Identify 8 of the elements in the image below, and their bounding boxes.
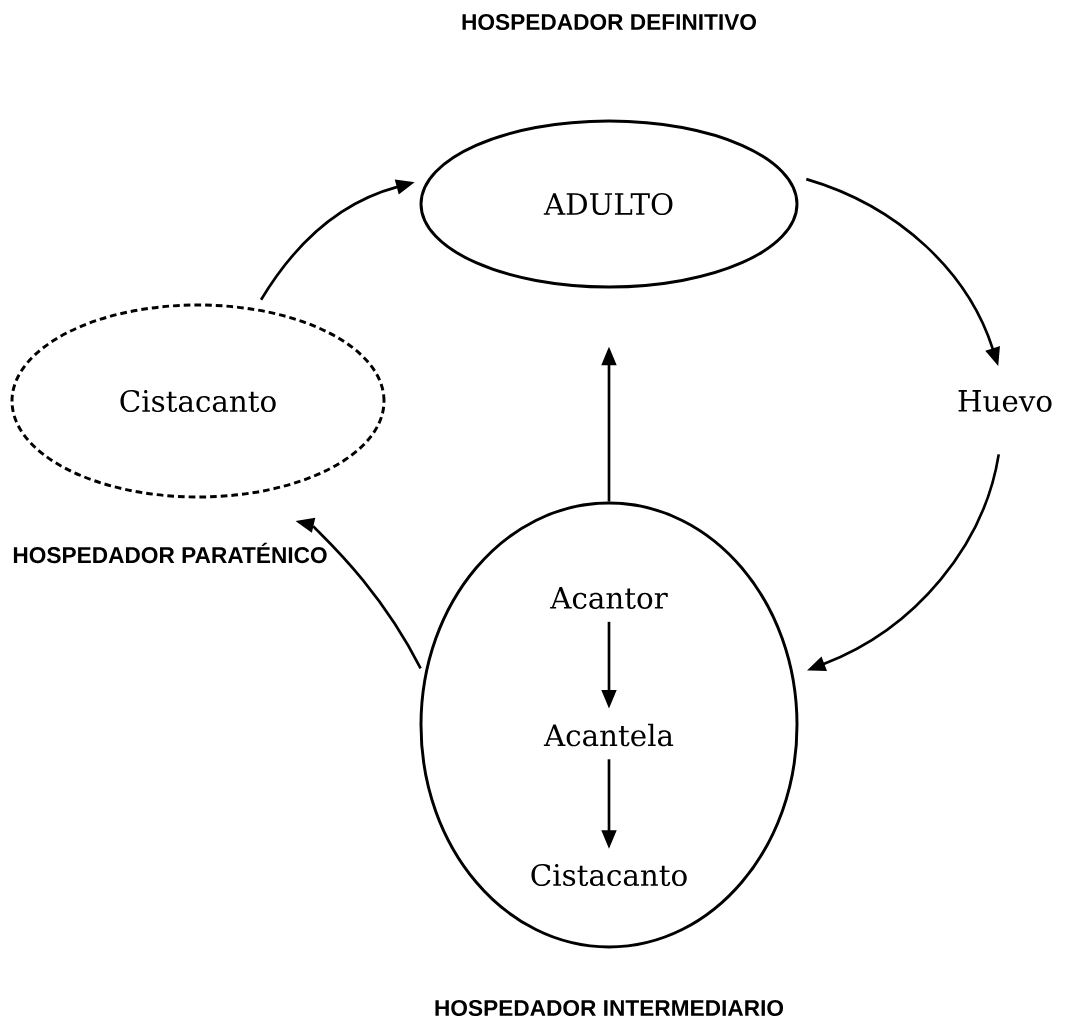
stage-label: Huevo (958, 390, 1052, 412)
host-heading: HOSPEDADOR PARATÉNICO (13, 542, 327, 564)
stage-label: Acantor (550, 587, 668, 609)
host-heading: HOSPEDADOR DEFINITIVO (462, 14, 756, 31)
stage-label: Cistacanto (531, 863, 687, 887)
ellipse (419, 501, 799, 949)
stage-label: Acantela (543, 723, 674, 747)
host-heading: HOSPEDADOR INTERMEDIARIO (435, 999, 784, 1017)
